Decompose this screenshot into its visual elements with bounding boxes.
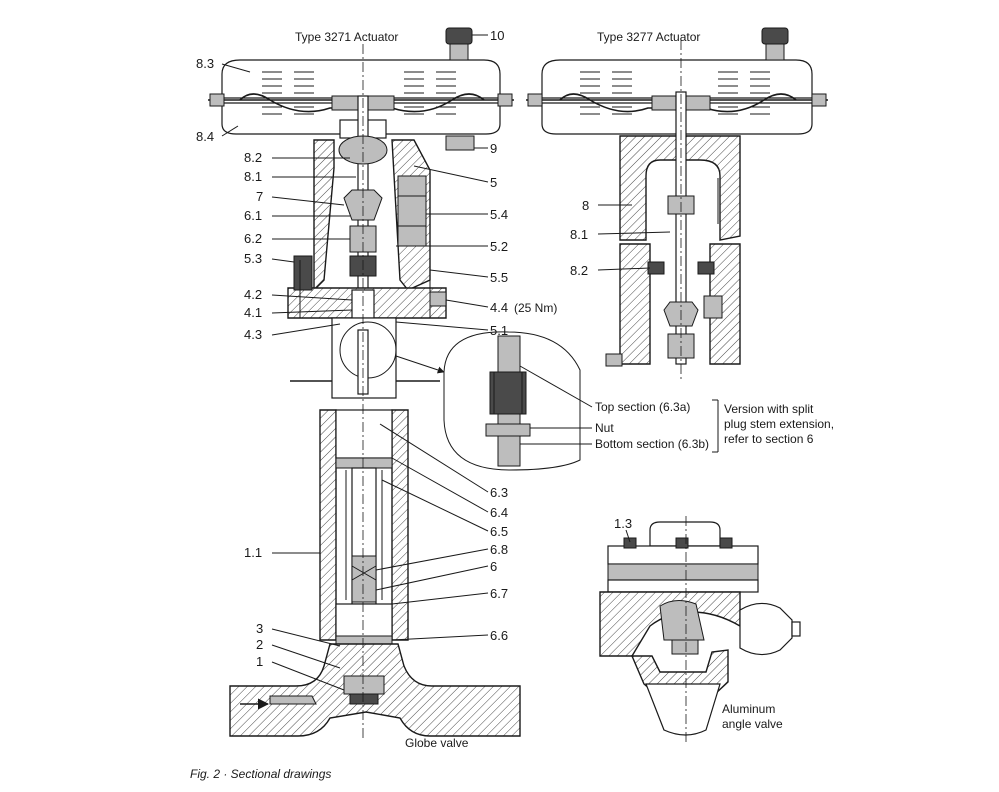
label-6-1: 6.1 <box>244 208 262 223</box>
label-8-3: 8.3 <box>196 56 214 71</box>
label-8-2-b: 8.2 <box>570 263 588 278</box>
split-stem-detail <box>443 331 719 471</box>
label-5-1: 5.1 <box>490 323 508 338</box>
version-note-line-2: plug stem extension, <box>724 417 834 431</box>
label-5-3: 5.3 <box>244 251 262 266</box>
label-6-5: 6.5 <box>490 524 508 539</box>
label-6-8: 6.8 <box>490 542 508 557</box>
angle-valve-caption-line-1: Aluminum <box>722 702 775 716</box>
label-4-2: 4.2 <box>244 287 262 302</box>
label-6-4: 6.4 <box>490 505 508 520</box>
label-5-2: 5.2 <box>490 239 508 254</box>
insulating-section <box>319 409 409 645</box>
version-note-line-3: refer to section 6 <box>724 432 814 446</box>
label-4-4: 4.4 <box>490 300 508 315</box>
vent-plug <box>445 27 475 151</box>
aluminum-angle-valve <box>599 516 801 744</box>
label-10: 10 <box>490 28 504 43</box>
title-type-3271: Type 3271 Actuator <box>295 30 398 44</box>
label-5-5: 5.5 <box>490 270 508 285</box>
left-callouts <box>221 63 356 691</box>
version-note-line-1: Version with split <box>724 402 814 416</box>
label-8: 8 <box>582 198 589 213</box>
label-8-1-b: 8.1 <box>570 227 588 242</box>
label-8-1: 8.1 <box>244 169 262 184</box>
label-8-4: 8.4 <box>196 129 214 144</box>
actuator-springs <box>262 71 456 115</box>
label-7: 7 <box>256 189 263 204</box>
torque-note: (25 Nm) <box>514 301 557 315</box>
globe-valve-caption: Globe valve <box>405 736 469 750</box>
bonnet-neck <box>290 317 445 399</box>
title-type-3277: Type 3277 Actuator <box>597 30 700 44</box>
actuator-3277-callouts <box>597 204 671 271</box>
label-8-2: 8.2 <box>244 150 262 165</box>
label-4-1: 4.1 <box>244 305 262 320</box>
bottom-section-label: Bottom section (6.3b) <box>595 437 709 451</box>
label-6-2: 6.2 <box>244 231 262 246</box>
nut-label: Nut <box>595 421 614 435</box>
label-2: 2 <box>256 637 263 652</box>
label-5: 5 <box>490 175 497 190</box>
label-9: 9 <box>490 141 497 156</box>
label-6-6: 6.6 <box>490 628 508 643</box>
label-1: 1 <box>256 654 263 669</box>
label-5-4: 5.4 <box>490 207 508 222</box>
actuator-3277-assembly <box>526 27 828 380</box>
label-4-3: 4.3 <box>244 327 262 342</box>
label-1-3: 1.3 <box>614 516 632 531</box>
label-6: 6 <box>490 559 497 574</box>
figure-caption: Fig. 2 · Sectional drawings <box>190 767 331 781</box>
label-3: 3 <box>256 621 263 636</box>
label-6-3: 6.3 <box>490 485 508 500</box>
label-1-1: 1.1 <box>244 545 262 560</box>
angle-valve-caption-line-2: angle valve <box>722 717 783 731</box>
top-section-label: Top section (6.3a) <box>595 400 690 414</box>
angle-callout-line <box>625 529 631 543</box>
valve-body <box>229 643 521 737</box>
label-6-7: 6.7 <box>490 586 508 601</box>
globe-valve-assembly <box>208 27 521 740</box>
right-callouts <box>375 34 489 641</box>
